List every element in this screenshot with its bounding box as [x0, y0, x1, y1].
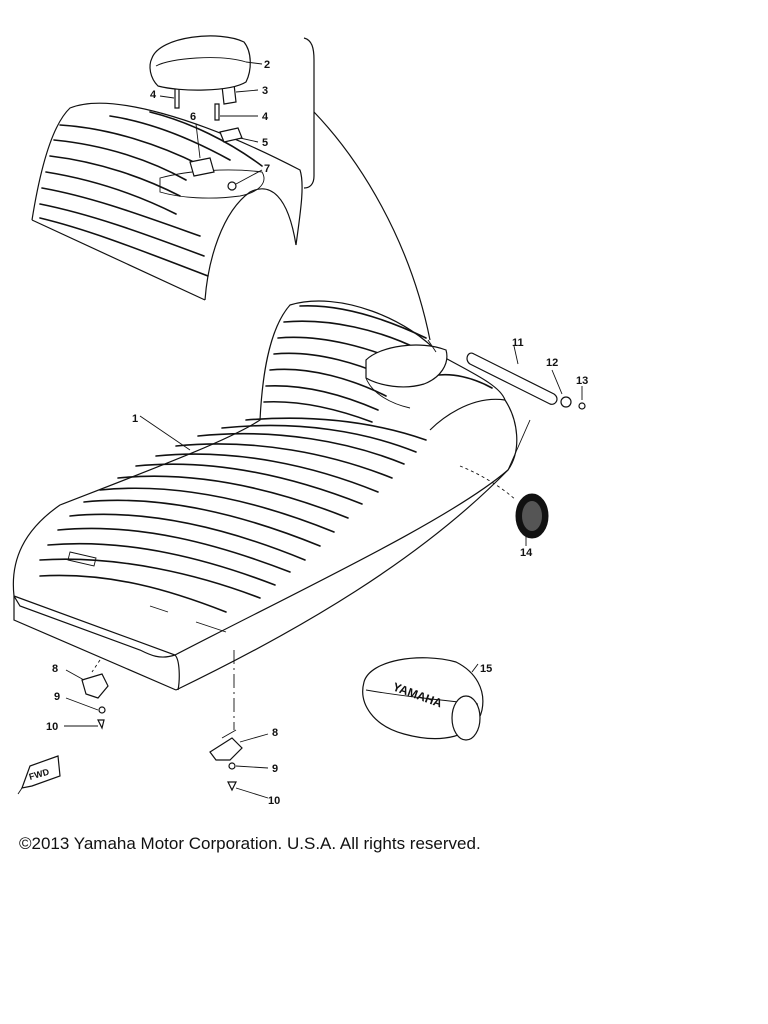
callout-10b: 10	[268, 795, 280, 807]
callout-4a: 4	[150, 89, 157, 101]
callout-15: 15	[480, 663, 492, 675]
inset-leaders	[159, 61, 263, 185]
tool-bag-15: YAMAHA	[362, 657, 484, 741]
main-seat	[12, 300, 518, 691]
seat-back-ribs	[39, 111, 263, 277]
screw-13	[578, 402, 586, 410]
callout-4b: 4	[262, 111, 269, 123]
bolt-4-right	[214, 103, 220, 121]
callout-10a: 10	[46, 721, 58, 733]
callout-3: 3	[262, 85, 268, 97]
bracket-6	[189, 157, 215, 177]
callout-9a: 9	[54, 691, 60, 703]
strap-hardware	[466, 345, 586, 471]
callout-8a: 8	[52, 663, 58, 675]
strap-11	[466, 352, 558, 405]
callout-13: 13	[576, 375, 588, 387]
copyright-notice: ©2013 Yamaha Motor Corporation. U.S.A. A…	[19, 834, 481, 853]
callout-12: 12	[546, 357, 558, 369]
callout-14: 14	[520, 547, 533, 559]
callout-1: 1	[132, 413, 138, 425]
callout-9b: 9	[272, 763, 278, 775]
callout-8b: 8	[272, 727, 278, 739]
nut-7	[227, 181, 237, 191]
callout-7: 7	[264, 163, 270, 175]
washer-12	[560, 396, 572, 408]
callout-5: 5	[262, 137, 268, 149]
callout-6: 6	[190, 111, 196, 123]
callout-11: 11	[512, 337, 524, 349]
bolt-4-left	[174, 87, 180, 109]
callout-labels: 1 2 3 4 4 5 6 7 8 9 10 11 12 13 14 15 8 …	[46, 59, 588, 807]
bracket-5	[219, 127, 243, 143]
fwd-arrow-icon: FWD	[17, 755, 61, 795]
callout-2: 2	[264, 59, 270, 71]
cushion-2	[149, 35, 251, 91]
seat-back-inset	[31, 35, 303, 301]
seat-parts-diagram: YAMAHA FWD 1 2 3 4 4 5 6 7 8 9 1	[12, 35, 588, 807]
seat-ribs	[39, 417, 427, 613]
bracket-set-center	[209, 729, 269, 799]
bracket-set-left	[64, 669, 109, 730]
emblem-14	[459, 465, 549, 546]
